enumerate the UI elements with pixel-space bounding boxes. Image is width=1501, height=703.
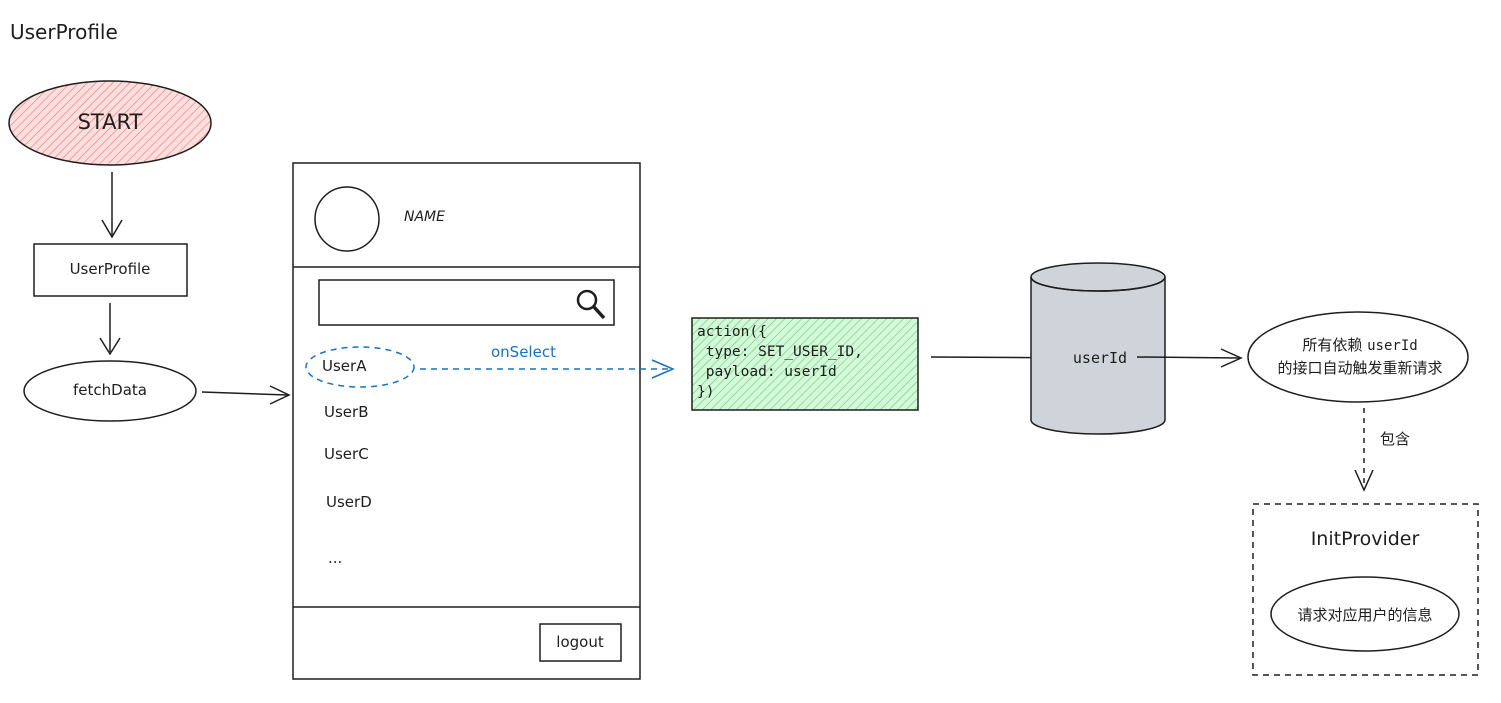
refresh-line2: 的接口自动触发重新请求 xyxy=(1277,359,1443,377)
arrow-component-to-fetch xyxy=(99,303,121,356)
logout-button[interactable] xyxy=(539,623,622,662)
search-icon[interactable] xyxy=(576,289,606,320)
arrow-select-to-action xyxy=(420,359,675,379)
start-label: START xyxy=(77,110,143,134)
refresh-node-text: 所有依赖 userId 的接口自动触发重新请求 xyxy=(1277,334,1442,379)
selected-user-highlight xyxy=(305,346,415,388)
component-box xyxy=(33,243,188,297)
action-code-line: payload: userId xyxy=(697,364,837,380)
refresh-line1-prefix: 所有依赖 xyxy=(1302,336,1368,354)
fetch-user-info-label: 请求对应用户的信息 xyxy=(1297,606,1433,624)
user-list-ellipsis: ... xyxy=(328,549,343,567)
refresh-node xyxy=(1247,311,1469,403)
start-node xyxy=(8,80,212,166)
refresh-line1-code: userId xyxy=(1367,338,1418,354)
action-code-line: action({ xyxy=(697,324,767,340)
arrow-refresh-to-provider xyxy=(1354,408,1374,492)
arrow-store-to-refresh xyxy=(1136,348,1243,368)
user-list-item[interactable]: UserC xyxy=(324,445,369,463)
user-list-item[interactable]: UserA xyxy=(322,357,367,375)
avatar xyxy=(314,186,380,252)
action-code-box xyxy=(691,317,919,411)
logout-label[interactable]: logout xyxy=(556,633,604,651)
action-code-text: action({ type: SET_USER_ID, payload: use… xyxy=(692,318,918,410)
arrow-start-to-component xyxy=(101,172,123,239)
user-list-item[interactable]: UserB xyxy=(324,403,369,421)
arrow-fetch-to-panel xyxy=(201,385,291,405)
init-provider-title: InitProvider xyxy=(1310,528,1420,550)
fetch-node-label: fetchData xyxy=(73,381,147,399)
store-cylinder xyxy=(1030,262,1166,435)
user-list-item[interactable]: UserD xyxy=(326,493,372,511)
profile-name-label: NAME xyxy=(404,209,445,225)
component-box-label: UserProfile xyxy=(69,260,151,278)
store-label: userId xyxy=(1072,349,1128,367)
on-select-label: onSelect xyxy=(491,343,556,361)
diagram-title: UserProfile xyxy=(10,20,118,44)
action-code-line: }) xyxy=(697,384,715,400)
contains-label: 包含 xyxy=(1380,430,1411,448)
init-provider-container xyxy=(1252,503,1479,676)
search-input[interactable] xyxy=(318,279,615,326)
fetch-node xyxy=(23,360,197,422)
action-code-line: type: SET_USER_ID, xyxy=(697,344,863,360)
fetch-user-info-node xyxy=(1270,576,1460,652)
